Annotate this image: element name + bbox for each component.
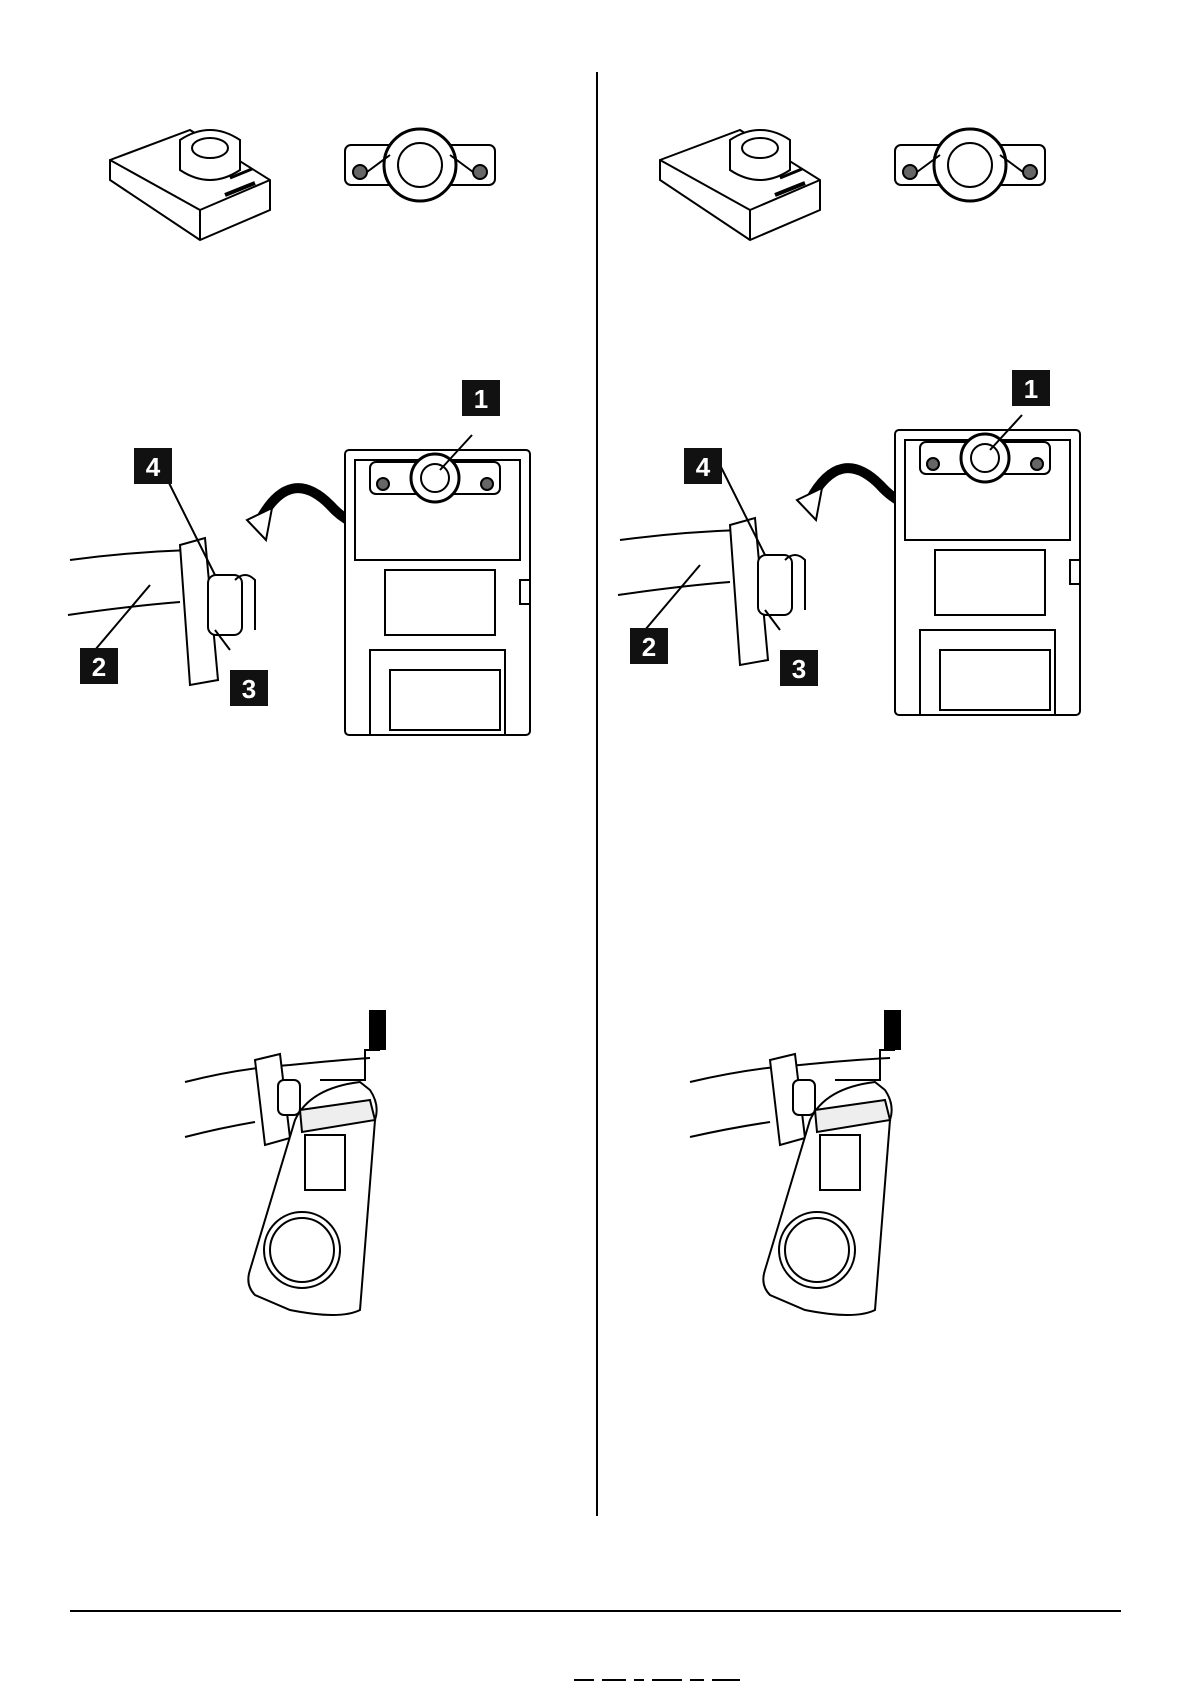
belt-icon [68,550,190,615]
svg-text:1: 1 [474,384,488,414]
svg-text:4: 4 [146,452,161,482]
svg-text:1: 1 [1024,374,1038,404]
clip-mount-icon [895,129,1045,201]
parts-illustration-left [40,100,600,270]
svg-text:4: 4 [696,452,711,482]
footer-rule [70,1610,1121,1612]
callout-2: 2 [630,628,668,664]
worn-diagram-right [590,1010,1150,1390]
callout-3: 3 [780,650,818,686]
svg-text:2: 2 [92,652,106,682]
svg-text:3: 3 [792,654,806,684]
attach-figure: 1 4 2 3 [590,360,1150,720]
belt-clip-on-belt-icon [730,518,805,665]
attach-diagram-right: 1 4 2 3 [590,360,1150,720]
up-arrow-icon [835,1010,910,1080]
footer-marks [574,1674,754,1682]
svg-text:3: 3 [242,674,256,704]
belt-icon [618,530,740,595]
parts-figure [40,100,600,270]
worn-diagram-left [40,1010,600,1390]
callout-4: 4 [684,448,722,484]
clip-mount-icon [345,129,495,201]
callout-3: 3 [230,670,268,706]
callout-1: 1 [1012,370,1050,406]
attach-diagram-left: 1 4 2 3 [40,380,600,740]
belt-clip-icon [110,130,270,240]
up-arrow-icon [320,1010,395,1080]
column-left: 1 4 2 3 [40,0,600,1685]
worn-figure [590,1010,1150,1390]
attach-figure: 1 4 2 3 [40,380,600,740]
svg-text:2: 2 [642,632,656,662]
column-right: 1 4 2 3 [590,0,1150,1685]
parts-figure [590,100,1150,270]
printer-rear-with-mount-icon [895,430,1080,715]
printer-rear-with-mount-icon [345,450,530,735]
parts-illustration-right [590,100,1150,270]
callout-1: 1 [462,380,500,416]
worn-figure [40,1010,600,1390]
callout-2: 2 [80,648,118,684]
belt-clip-on-belt-icon [180,538,255,685]
belt-clip-icon [660,130,820,240]
callout-4: 4 [134,448,172,484]
